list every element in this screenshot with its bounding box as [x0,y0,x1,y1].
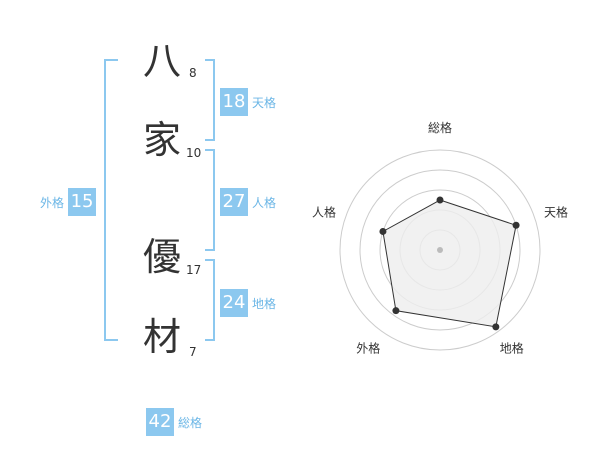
radar-point-5 [379,227,387,235]
name-char-2: 家 [143,118,182,162]
soukaku-label: 総格 [178,415,203,430]
gaikaku-badge: 外格 15 [40,188,97,216]
stroke-count-4: 7 [189,345,197,359]
gaikaku-label: 外格 [40,195,65,210]
radar-grid-ring-4 [359,169,521,331]
radar-axis-label-2: 天格 [544,204,568,219]
name-char-3: 優 [143,235,182,279]
radar-point-4 [392,307,400,315]
chikaku-badge: 24 地格 [220,289,276,317]
jinkaku-bracket [205,149,215,251]
chikaku-label: 地格 [252,296,277,311]
radar-center-dot [437,247,443,253]
radar-grid-ring-5 [339,149,541,351]
radar-point-3 [492,323,500,331]
radar-axis-label-5: 人格 [312,204,336,219]
jinkaku-value: 27 [220,188,248,216]
jinkaku-label: 人格 [252,195,277,210]
soukaku-badge: 42 総格 [146,408,202,436]
jinkaku-badge: 27 人格 [220,188,276,216]
radar-axis-label-1: 総格 [428,120,452,135]
radar-data-polygon [382,199,517,328]
stroke-count-1: 8 [189,66,197,80]
stroke-count-3: 17 [186,263,202,277]
tenkaku-badge: 18 天格 [220,88,276,116]
name-char-1: 八 [143,39,182,83]
radar-axis-label-4: 外格 [356,341,380,356]
tenkaku-bracket [205,59,215,141]
radar-point-1 [436,196,444,204]
chikaku-value: 24 [220,289,248,317]
radar-axis-label-3: 地格 [500,341,524,356]
name-char-4: 材 [143,315,182,359]
tenkaku-label: 天格 [252,95,277,110]
soukaku-value: 42 [146,408,174,436]
chikaku-bracket [205,259,215,341]
gaikaku-bracket [104,59,118,341]
stroke-count-2: 10 [186,146,202,160]
tenkaku-value: 18 [220,88,248,116]
gaikaku-value: 15 [68,188,97,216]
radar-point-2 [512,221,520,229]
